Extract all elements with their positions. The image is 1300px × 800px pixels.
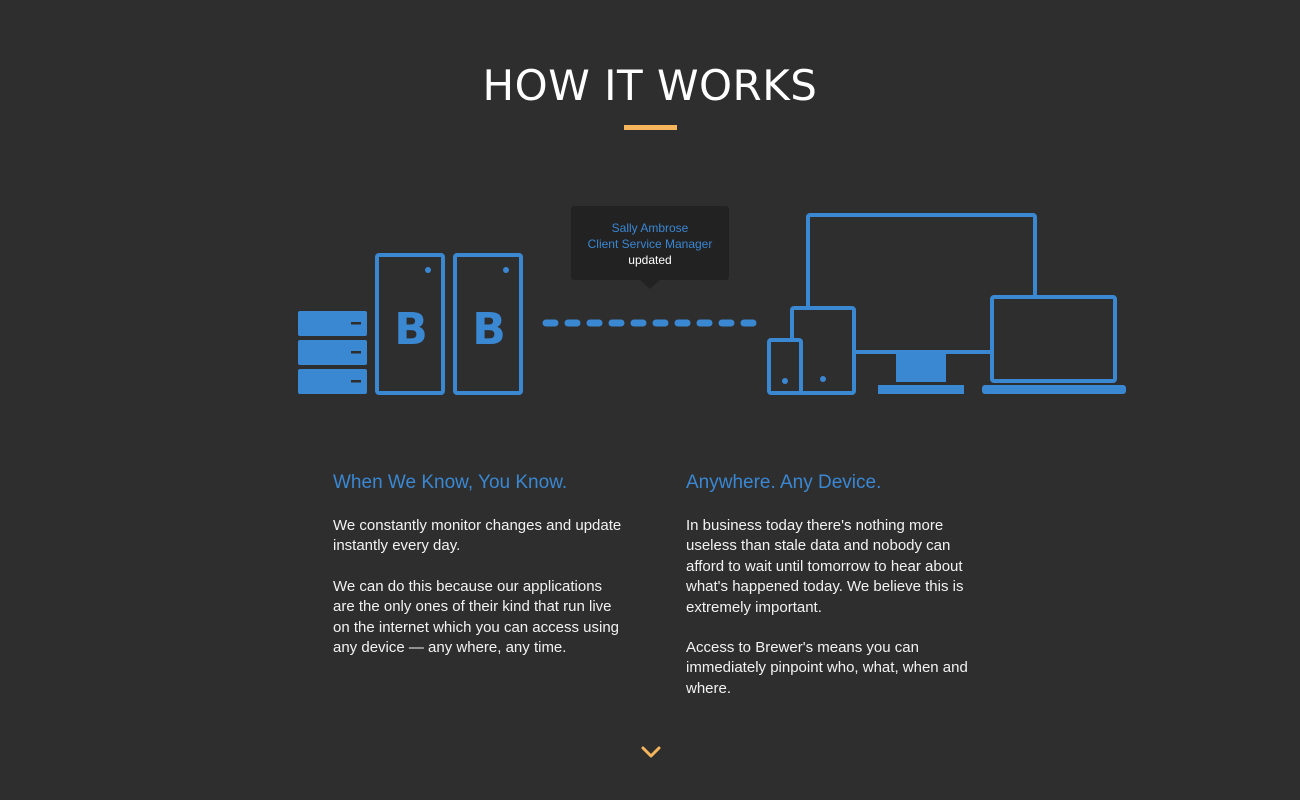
chevron-down-icon xyxy=(641,746,661,758)
sync-illustration: B B xyxy=(298,213,1126,395)
title-underline xyxy=(624,125,677,130)
feature-paragraph: We can do this because our applications … xyxy=(333,577,620,657)
server-logo-left: B xyxy=(394,304,428,355)
feature-paragraph: Access to Brewer's means you can immedia… xyxy=(686,639,968,697)
tooltip-user-role: Client Service Manager xyxy=(587,237,713,251)
server-tower-icon: B xyxy=(375,253,445,395)
feature-heading: When We Know, You Know. xyxy=(333,472,568,493)
feature-heading: Anywhere. Any Device. xyxy=(686,472,882,493)
tooltip-user-name: Sally Ambrose xyxy=(611,221,689,235)
feature-paragraph: We constantly monitor changes and update… xyxy=(333,517,622,555)
feature-column-any-device: Anywhere. Any Device. In business today … xyxy=(686,468,981,699)
feature-column-realtime: When We Know, You Know. We constantly mo… xyxy=(333,468,623,658)
server-rack-icon xyxy=(298,311,367,394)
feature-paragraph: In business today there's nothing more u… xyxy=(686,517,964,616)
server-logo-right: B xyxy=(472,304,506,355)
update-tooltip: Sally Ambrose Client Service Manager upd… xyxy=(571,206,729,289)
devices-icon xyxy=(767,213,1126,395)
tooltip-status: updated xyxy=(628,253,672,267)
server-tower-icon: B xyxy=(453,253,523,395)
section-title: HOW IT WORKS xyxy=(482,61,818,110)
scroll-down-button[interactable] xyxy=(640,744,662,760)
